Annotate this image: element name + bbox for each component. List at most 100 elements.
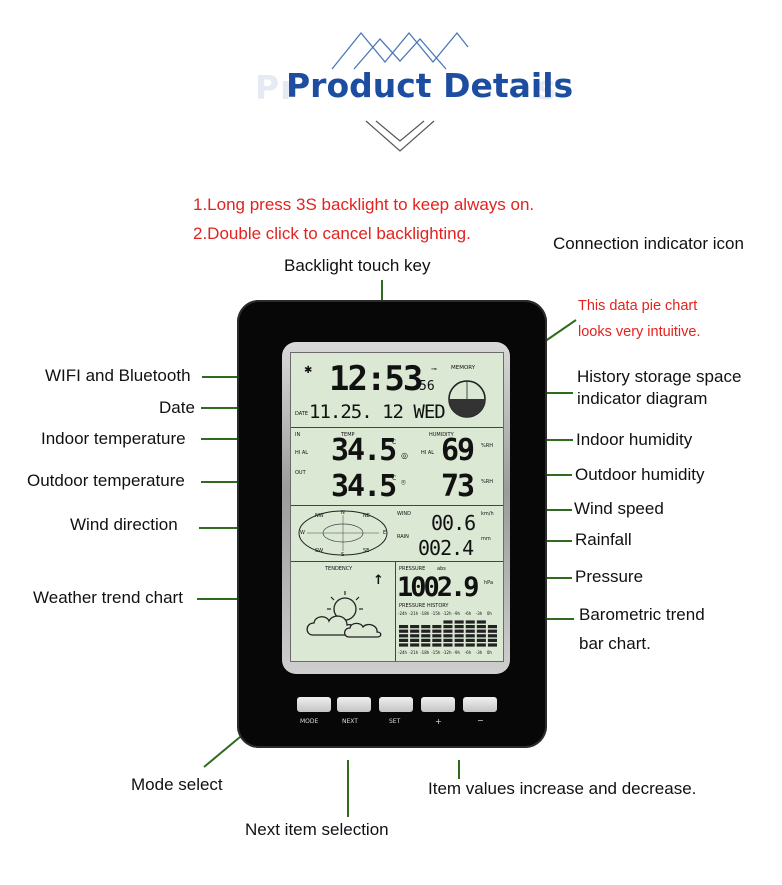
clock-time: 12:53 [329,359,423,399]
baro-bar-segment [487,634,497,638]
leader-outdoor-temp [201,481,240,483]
callout-wind-direction: Wind direction [70,515,178,534]
baro-bar-segment [432,629,442,633]
baro-bar-segment [454,638,464,642]
baro-bar-segment [465,629,475,633]
compass-nw: NW [315,513,324,519]
tendency-up-arrow-icon: ↑ [373,573,384,588]
lcd-display: ✱ 12:53 56 ⊸ MEMORY DATE 11.25. 12 WED I… [290,352,504,662]
leader-outdoor-humidity [545,474,572,476]
outdoor-humidity-unit: %RH [481,479,493,485]
bluetooth-icon: ✱ [304,365,313,376]
lcd-vertical-divider [395,561,396,661]
history-hour-label: -24h [398,650,408,655]
callout-next-item: Next item selection [245,820,389,839]
history-hour-label: -18h [420,611,430,616]
leader-indoor-temp [201,438,240,440]
leader-backlight-key [381,280,383,301]
plus-button-label: + [435,717,442,726]
hi-al-tag-left: HI AL [295,450,309,456]
baro-bar-segment [443,625,453,629]
leader-wind-speed [545,509,572,511]
wind-tag: WIND [397,511,412,517]
callout-history-storage-1: History storage space [577,367,742,386]
baro-bar-segment [465,620,475,624]
pie-chart-note-2: looks very intuitive. [578,324,701,340]
callout-mode-select: Mode select [131,775,223,794]
baro-bar-segment [443,620,453,624]
clock-seconds: 56 [419,379,435,394]
leader-date [201,407,240,409]
next-button[interactable] [337,697,371,712]
callout-outdoor-temperature: Outdoor temperature [27,471,185,490]
indoor-humidity-unit: %RH [481,443,493,449]
compass-se: SE [363,548,370,554]
baro-bar-segment [443,643,453,647]
pressure-unit: hPa [484,580,494,586]
leader-weather-trend [197,598,240,600]
wind-compass [298,510,388,556]
page-title: Product Details [286,66,574,105]
baro-bar-segment [410,625,420,629]
history-hour-label: -24h [398,611,408,616]
leader-rainfall [545,540,572,542]
leader-pie-note [543,319,577,343]
minus-button-label: − [477,716,484,725]
baro-bar-segment [410,638,420,642]
callout-baro-trend-2: bar chart. [579,634,651,653]
callout-connection-icon: Connection indicator icon [553,234,744,253]
baro-bar-segment [476,638,486,642]
set-button[interactable] [379,697,413,712]
barometric-trend-bar-chart [399,620,497,647]
out-tag: OUT [295,470,306,476]
backlight-note-1: 1.Long press 3S backlight to keep always… [193,195,535,214]
header-ghost-text: Product Details [255,68,558,107]
history-hour-label: -15h [431,650,441,655]
callout-date: Date [159,398,195,417]
leader-item-values [458,760,460,779]
callout-indoor-humidity: Indoor humidity [576,430,693,449]
callout-history-storage-2: indicator diagram [577,389,708,408]
mode-button[interactable] [297,697,331,712]
baro-bar-segment [454,629,464,633]
plus-button[interactable] [421,697,455,712]
pressure-history-tag: PRESSURE HISTORY [399,603,449,609]
baro-bar-segment [421,625,431,629]
callout-backlight-key: Backlight touch key [284,256,431,275]
baro-bar-segment [443,638,453,642]
leader-wind-direction [199,527,240,529]
baro-bar-segment [487,638,497,642]
pressure-value: 1002.9 [397,572,480,603]
leader-baro-trend [545,618,574,620]
baro-bar-segment [454,625,464,629]
in-tag: IN [295,432,301,438]
history-hour-label: -18h [420,650,430,655]
history-hour-label: -6h [464,611,472,616]
indoor-temp-value: 34.5 [331,433,397,468]
baro-bar-segment [487,643,497,647]
baro-bar-segment [410,634,420,638]
callout-baro-trend-1: Barometric trend [579,605,705,624]
rain-unit: mm [481,536,491,542]
lcd-divider [291,427,503,428]
baro-bar-segment [465,638,475,642]
callout-item-values: Item values increase and decrease. [428,779,697,798]
callout-wifi-bluetooth: WIFI and Bluetooth [45,366,191,385]
baro-bar-segment [465,625,475,629]
baro-bar-segment [421,629,431,633]
baro-bar-segment [421,638,431,642]
history-hour-label: -6h [464,650,472,655]
comfort-icon: ◎ [401,451,408,460]
history-hour-label: -9h [453,611,461,616]
minus-button[interactable] [463,697,497,712]
lcd-divider [291,505,503,506]
leader-wifi [202,376,240,378]
history-hour-label: -12h [442,650,452,655]
callout-pressure: Pressure [575,567,644,586]
baro-bar-segment [410,629,420,633]
baro-bar-segment [465,634,475,638]
baro-bar-segment [487,625,497,629]
leader-next-item [347,760,349,817]
date-value: 11.25. 12 WED [309,401,446,423]
